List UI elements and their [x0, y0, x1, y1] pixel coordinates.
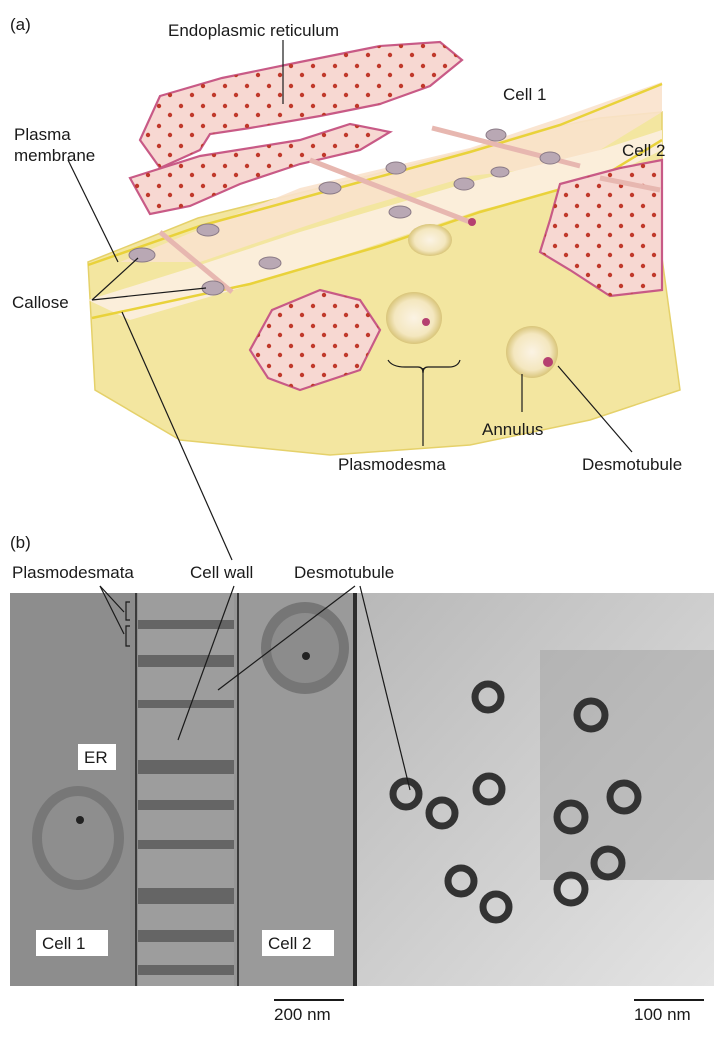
micrograph-cross-section — [357, 593, 714, 986]
label-plasmodesma: Plasmodesma — [338, 455, 446, 474]
desmotubule-channel-2 — [309, 157, 471, 225]
panel-a-tag: (a) — [10, 15, 31, 34]
callose-deposit — [388, 205, 412, 219]
plasmodesma-pit — [408, 224, 452, 256]
desmotubule-cross-section — [471, 680, 505, 714]
desmotubule-cross-section — [479, 890, 513, 924]
er-sheet-middle-pattern — [130, 124, 390, 214]
desmotubule-channel-4 — [599, 175, 661, 193]
cell-2-label-box — [262, 930, 334, 956]
label-cell-2-a: Cell 2 — [622, 141, 665, 160]
cell-wall-band — [138, 593, 234, 986]
er-sheet-right-pattern — [540, 160, 662, 296]
callose-deposit — [318, 181, 342, 195]
panel-a-leaders — [67, 40, 633, 561]
desmotubule-cross-section — [590, 845, 626, 881]
panel-b-leaders — [99, 585, 411, 791]
label-plasma-membrane-line-1: Plasma — [14, 125, 71, 144]
label-callose: Callose — [12, 293, 69, 312]
desmotubule-cross-section — [553, 799, 589, 835]
callose-deposit — [128, 247, 156, 263]
mitochondrion-inner — [42, 796, 114, 880]
callose-deposit — [453, 177, 475, 191]
label-cell-1-b: Cell 1 — [42, 934, 85, 953]
callose-deposit — [539, 151, 561, 165]
mitochondrion-inner — [271, 613, 339, 683]
label-annulus: Annulus — [482, 420, 543, 439]
cell-1-label-box — [36, 930, 108, 956]
label-cell-wall: Cell wall — [190, 563, 253, 582]
desmotubule-end — [422, 318, 430, 326]
desmotubule-cross-section — [425, 796, 459, 830]
plasmodesma-pit — [506, 326, 558, 378]
desmotubule-channel-1 — [158, 230, 234, 294]
er-label-box — [78, 744, 116, 770]
mitochondrion-granule — [76, 816, 84, 824]
label-cell-2-b: Cell 2 — [268, 934, 311, 953]
label-endoplasmic-reticulum: Endoplasmic reticulum — [168, 21, 339, 40]
callose-deposit — [490, 166, 510, 178]
label-plasma-membrane-line-2: membrane — [14, 146, 95, 165]
callose-deposit — [485, 128, 507, 142]
micrograph-longitudinal — [10, 593, 357, 986]
label-cell-1-a: Cell 1 — [503, 85, 546, 104]
desmotubule-cross-section — [389, 777, 423, 811]
callose-deposit — [196, 223, 220, 237]
label-desmotubule-a: Desmotubule — [582, 455, 682, 474]
desmotubule-end — [543, 357, 553, 367]
mitochondrion-granule — [302, 652, 310, 660]
desmotubule-cross-section — [573, 697, 609, 733]
label-desmotubule-b: Desmotubule — [294, 563, 394, 582]
label-er-b: ER — [84, 748, 108, 767]
er-sheet-top-pattern — [140, 42, 462, 168]
label-plasmodesmata: Plasmodesmata — [12, 563, 134, 582]
panel-b-tag: (b) — [10, 533, 31, 552]
plasmodesma-pit — [386, 292, 442, 344]
callose-deposit — [385, 161, 407, 175]
er-sheet-bottom-pattern — [250, 290, 380, 390]
desmotubule-cross-section — [606, 779, 642, 815]
cytoplasm-cell-2 — [88, 130, 662, 320]
micrograph-divider — [353, 593, 357, 986]
scale-label-left: 200 nm — [274, 1005, 331, 1024]
desmotubule-cross-section — [553, 871, 589, 907]
panel-a-illustration — [87, 40, 681, 456]
scale-label-right: 100 nm — [634, 1005, 691, 1024]
desmotubule-end — [468, 218, 476, 226]
desmotubule-cross-section — [472, 772, 506, 806]
desmotubule-cross-section — [444, 864, 478, 898]
plasma-membrane-edge — [87, 82, 663, 267]
callose-deposit — [258, 256, 282, 270]
